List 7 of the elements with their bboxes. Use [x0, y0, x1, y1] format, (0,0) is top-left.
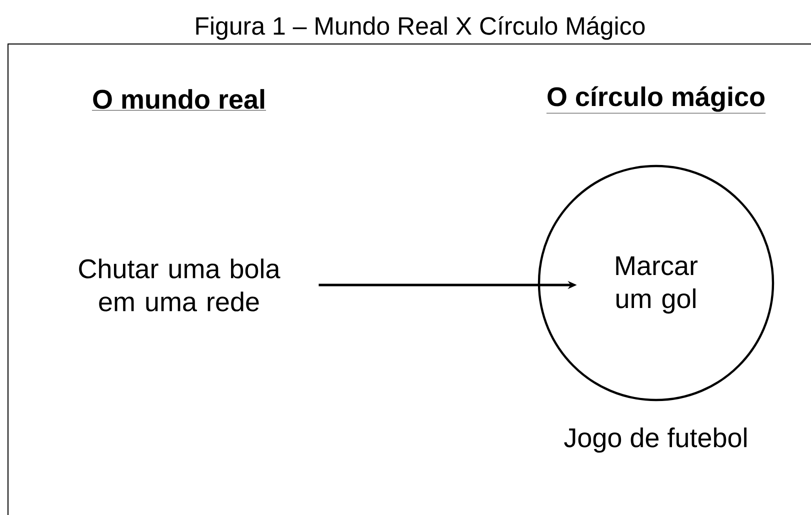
column-heading: O círculo mágico	[546, 86, 766, 114]
figure-title: Figura 1 – Mundo Real X Círculo Mágico	[196, 16, 645, 40]
column-heading: O mundo real	[92, 89, 266, 111]
circle	[538, 164, 774, 402]
node-text: Marcar um gol	[616, 256, 698, 314]
node-text: Chutar uma bola em uma rede	[79, 258, 280, 312]
node-label: Jogo de futebol	[564, 428, 746, 453]
